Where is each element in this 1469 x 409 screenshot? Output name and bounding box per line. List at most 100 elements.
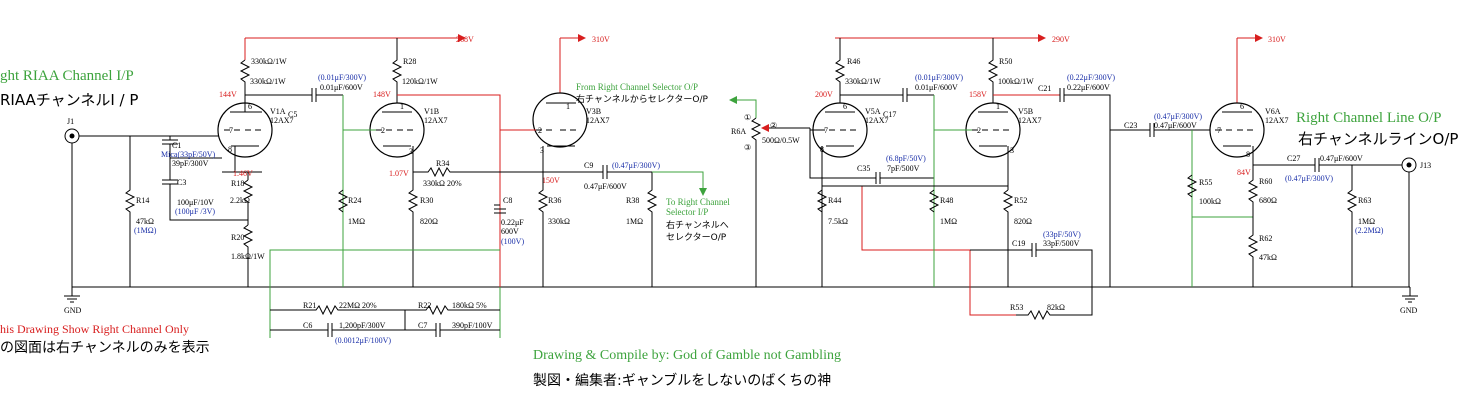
svg-text:R52: R52 [1014,196,1027,205]
svg-text:0.47μF/600V: 0.47μF/600V [1320,154,1363,163]
svg-text:6: 6 [843,102,847,111]
svg-text:R62: R62 [1259,234,1272,243]
svg-text:680Ω: 680Ω [1259,196,1277,205]
svg-text:0.22μF/600V: 0.22μF/600V [1067,83,1110,92]
svg-text:12AX7: 12AX7 [1018,116,1042,125]
svg-text:158V: 158V [969,90,987,99]
svg-text:R14: R14 [136,196,149,205]
svg-text:R30: R30 [420,196,433,205]
stage-v1a: 330kΩ/1W 330kΩ/1W 144V V1A 12AX7 7 6 8 1… [124,37,455,287]
title-en: ght RIAA Channel I/P [0,68,134,84]
svg-text:J13: J13 [1420,161,1431,170]
svg-text:1: 1 [566,102,570,111]
svg-text:C9: C9 [584,161,593,170]
svg-text:0.01μF/600V: 0.01μF/600V [915,83,958,92]
svg-text:V5B: V5B [1018,107,1033,116]
svg-text:0.22μF: 0.22μF [501,218,524,227]
c8-link [269,249,500,287]
svg-text:C23: C23 [1124,121,1137,130]
svg-text:V1A: V1A [270,107,286,116]
credit-jp: 製図・編集者:ギャンブルをしないのばくちの神 [533,372,831,389]
svg-text:820Ω: 820Ω [420,217,438,226]
svg-text:600V: 600V [501,227,519,236]
svg-text:330kΩ 20%: 330kΩ 20% [423,179,462,188]
svg-text:(0.01μF/300V): (0.01μF/300V) [915,73,963,82]
svg-text:1MΩ: 1MΩ [626,217,643,226]
output-jp: 右チャンネルラインO/P [1298,130,1458,148]
volume-pot-r6a: ① ② ③ R6A 500Ω/0.5W [731,113,810,287]
svg-text:(0.22μF/300V): (0.22μF/300V) [1067,73,1115,82]
svg-text:(0.47μF/300V): (0.47μF/300V) [1285,174,1333,183]
svg-text:1,200pF/300V: 1,200pF/300V [339,321,386,330]
svg-text:R6A: R6A [731,127,746,136]
stage-v5a: 290V R46 330kΩ/1W 200V C17 (0.01μF/300V)… [809,34,1070,316]
svg-text:6: 6 [248,102,252,111]
svg-text:330kΩ: 330kΩ [548,217,570,226]
svg-text:V1B: V1B [424,107,439,116]
svg-text:C5: C5 [288,110,297,119]
svg-text:390pF/100V: 390pF/100V [452,321,493,330]
svg-text:0.47μF/600V: 0.47μF/600V [1154,121,1197,130]
svg-text:2: 2 [538,126,542,135]
svg-text:0.01μF/600V: 0.01μF/600V [320,83,363,92]
svg-text:12AX7: 12AX7 [586,116,610,125]
svg-text:R28: R28 [403,57,416,66]
svg-text:C8: C8 [503,196,512,205]
svg-text:47kΩ: 47kΩ [136,217,154,226]
svg-text:7pF/500V: 7pF/500V [887,164,920,173]
svg-text:R55: R55 [1199,178,1212,187]
svg-text:500Ω/0.5W: 500Ω/0.5W [762,136,800,145]
svg-text:R34: R34 [436,159,449,168]
svg-text:148V: 148V [373,90,391,99]
svg-text:To Right Channel: To Right Channel [666,197,730,207]
svg-text:(2.2MΩ): (2.2MΩ) [1355,226,1384,235]
svg-text:8: 8 [1246,150,1250,159]
svg-text:C21: C21 [1038,84,1051,93]
svg-text:③: ③ [744,143,751,152]
svg-text:C6: C6 [303,321,312,330]
to-selector-label: To Right Channel Selector I/P 右チャンネルへ セレ… [666,197,730,243]
svg-text:R46: R46 [847,57,860,66]
svg-text:1: 1 [400,102,404,111]
svg-text:100kΩ/1W: 100kΩ/1W [998,77,1034,86]
svg-text:From Right Channel Selector O/: From Right Channel Selector O/P [576,82,698,92]
svg-text:右チャンネルへ: 右チャンネルへ [666,219,729,231]
svg-text:J1: J1 [67,117,74,126]
svg-text:310V: 310V [592,35,610,44]
svg-text:120kΩ/1W: 120kΩ/1W [402,77,438,86]
svg-text:12AX7: 12AX7 [865,116,889,125]
svg-text:R20: R20 [231,233,244,242]
svg-text:22MΩ 20%: 22MΩ 20% [339,301,377,310]
svg-text:100μF/10V: 100μF/10V [177,198,214,207]
svg-text:7: 7 [824,126,828,135]
svg-text:290V: 290V [1052,35,1070,44]
svg-text:R21: R21 [303,301,316,310]
svg-text:1MΩ: 1MΩ [1358,217,1375,226]
svg-text:7: 7 [1217,126,1221,135]
stage-v6a: 310V C23 (0.47μF/300V) 0.47μF/600V V6A 1… [1110,34,1431,287]
svg-text:180kΩ 5%: 180kΩ 5% [452,301,487,310]
note-en: his Drawing Show Right Channel Only [0,322,189,336]
svg-text:8: 8 [228,145,232,154]
svg-text:1: 1 [996,102,1000,111]
svg-text:Selector I/P: Selector I/P [666,207,708,217]
svg-text:C35: C35 [857,164,870,173]
title-jp: RIAAチャンネルI / P [0,91,138,109]
svg-text:12AX7: 12AX7 [270,116,294,125]
svg-text:Mica(33pF/50V): Mica(33pF/50V) [161,150,216,159]
svg-text:右チャンネルからセレクターO/P: 右チャンネルからセレクターO/P [576,93,708,105]
svg-text:310V: 310V [1268,35,1286,44]
svg-text:R36: R36 [548,196,561,205]
svg-text:144V: 144V [219,90,237,99]
svg-text:1MΩ: 1MΩ [940,217,957,226]
riaa-network: R21 22MΩ 20% R22 180kΩ 5% C6 1,200pF/300… [269,287,501,345]
svg-text:2.2kΩ: 2.2kΩ [230,196,250,205]
svg-text:12AX7: 12AX7 [1265,116,1289,125]
svg-text:(6.8pF/50V): (6.8pF/50V) [886,154,926,163]
svg-text:1.46V: 1.46V [233,169,253,178]
svg-text:(33pF/50V): (33pF/50V) [1043,230,1081,239]
credit-en: Drawing & Compile by: God of Gamble not … [533,348,841,363]
svg-text:33pF/500V: 33pF/500V [1043,239,1080,248]
svg-text:200V: 200V [815,90,833,99]
svg-text:820Ω: 820Ω [1014,217,1032,226]
